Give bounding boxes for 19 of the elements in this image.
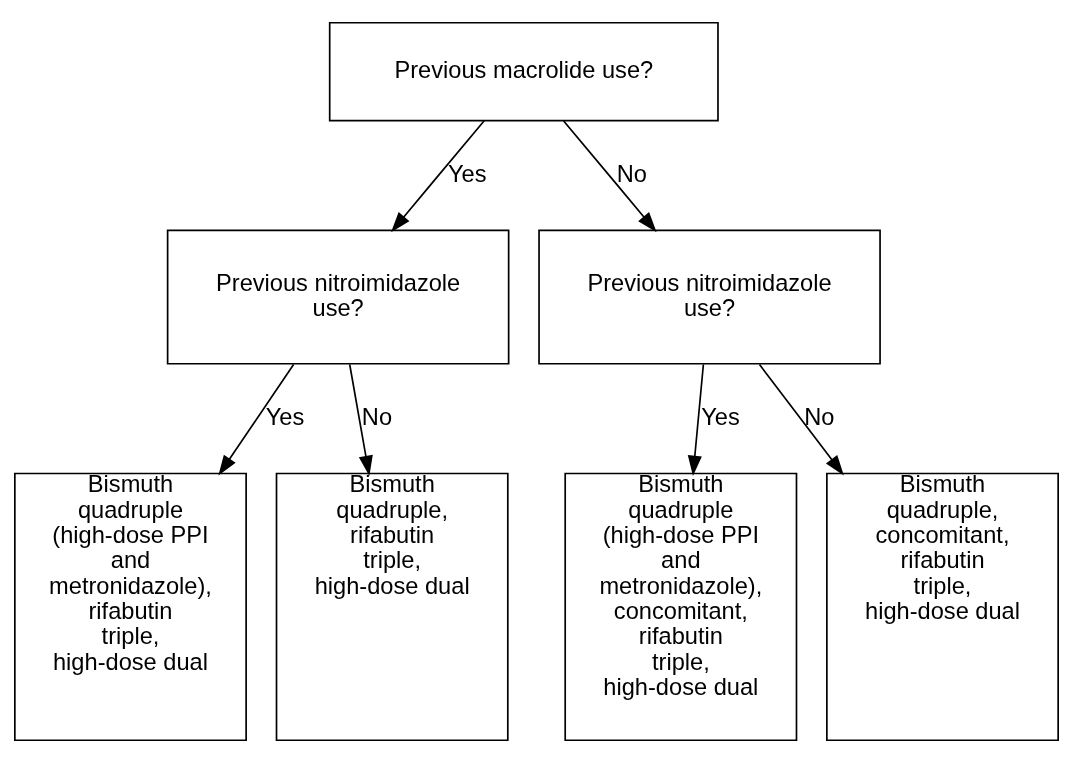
edge-label: Yes xyxy=(448,160,487,187)
arrow xyxy=(758,363,844,476)
node-box: Bismuth quadruple (high-dose PPI and metronidazole), rifabutin triple, high-dose dual xyxy=(14,472,247,742)
edge-label: No xyxy=(804,403,835,430)
node-box: Bismuth quadruple, concomitant, rifabutin triple, high-dose dual xyxy=(826,472,1059,742)
node-box: Previous nitroimidazole use? xyxy=(538,229,881,365)
edge-label: No xyxy=(361,403,393,430)
node-box: Bismuth quadruple, rifabutin triple, high-dose dual xyxy=(275,472,509,742)
edge-label: Yes xyxy=(265,403,305,430)
edge-label: No xyxy=(616,160,647,187)
arrow xyxy=(348,363,373,476)
edge-label: Yes xyxy=(701,403,740,430)
node-box: Bismuth quadruple (high-dose PPI and metronidazole), concomitant, rifabutin triple, high-dose dual xyxy=(564,472,798,742)
arrow xyxy=(562,120,657,233)
node-box: Previous nitroimidazole use? xyxy=(166,229,510,365)
arrow xyxy=(391,120,485,233)
arrow xyxy=(687,363,705,476)
node-box: Previous macrolide use? xyxy=(328,21,719,122)
arrow xyxy=(218,363,295,476)
